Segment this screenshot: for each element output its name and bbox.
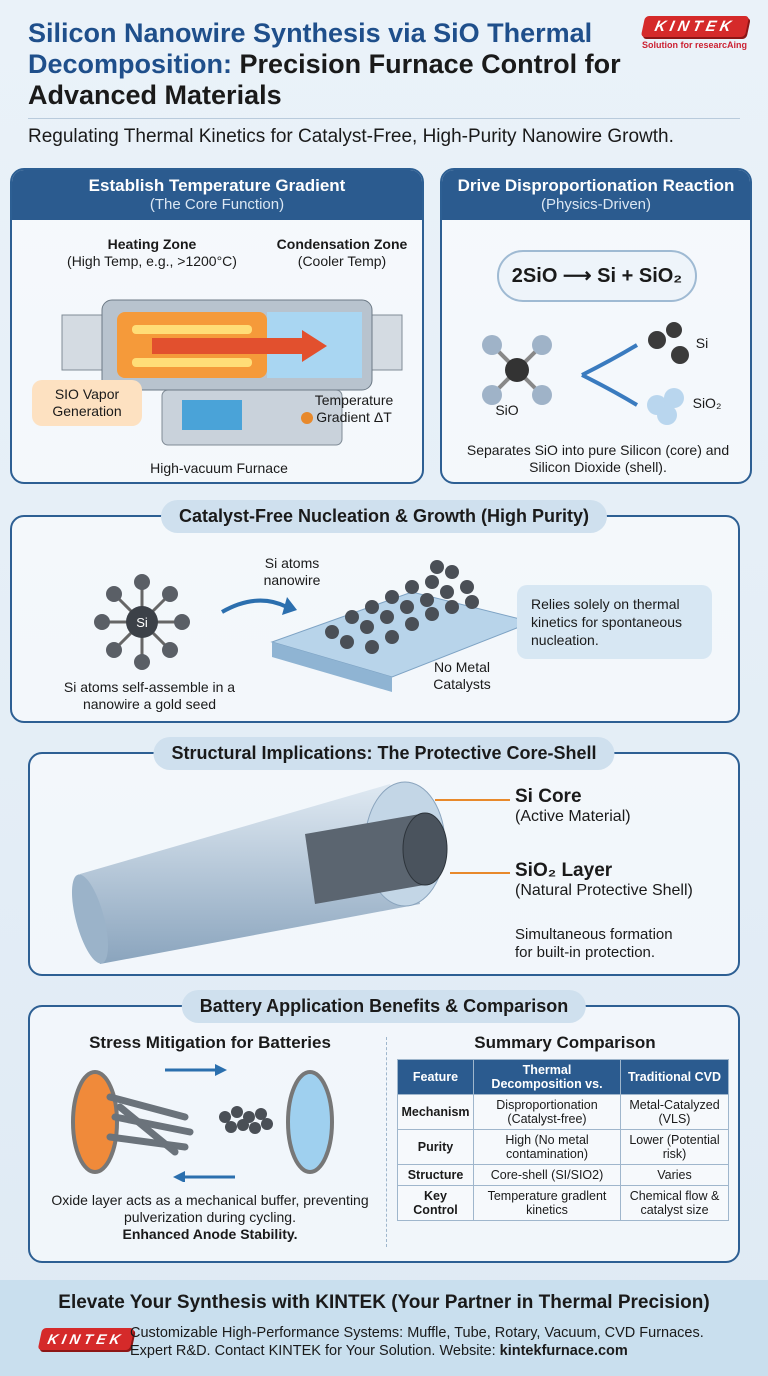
title-part2: Precision Furnace Control for Advanced M… bbox=[28, 49, 621, 110]
column-header: Traditional CVD bbox=[620, 1059, 729, 1095]
panel-subtitle: (The Core Function) bbox=[149, 196, 285, 213]
heating-zone-label: Heating Zone bbox=[107, 236, 197, 252]
si-atom-label: Si bbox=[136, 615, 148, 630]
sio2-layer-title: SiO₂ Layer bbox=[515, 860, 613, 881]
table-cell: Lower (Potential risk) bbox=[620, 1129, 729, 1165]
title-part1: Silicon Nanowire Synthesis via SiO Therm… bbox=[28, 18, 593, 79]
buffer-caption: Oxide layer acts as a mechanical buffer,… bbox=[51, 1192, 369, 1225]
self-assemble-caption: Si atoms self-assemble in a nanowire a g… bbox=[63, 679, 236, 712]
stress-mitigation-title: Stress Mitigation for Batteries bbox=[89, 1033, 331, 1052]
disproportionation-panel: Drive Disproportionation Reaction(Physic… bbox=[440, 168, 752, 484]
divider bbox=[28, 118, 740, 119]
table-cell: Purity bbox=[397, 1129, 474, 1165]
nanowire-growth-illustration: Si bbox=[94, 560, 534, 692]
section-title: Structural Implications: The Protective … bbox=[153, 737, 615, 770]
logo-tagline: Solution for researcAing bbox=[642, 40, 748, 50]
condensation-zone-detail: (Cooler Temp) bbox=[297, 253, 387, 269]
footer-line1: Customizable High-Performance Systems: M… bbox=[130, 1325, 704, 1341]
panel-header: Drive Disproportionation Reaction(Physic… bbox=[442, 170, 750, 220]
table-cell: High (No metal contamination) bbox=[473, 1129, 621, 1165]
subtitle: Regulating Thermal Kinetics for Catalyst… bbox=[28, 126, 674, 147]
shell-leader-line bbox=[450, 872, 510, 874]
footer-logo: KINTEK bbox=[37, 1328, 135, 1350]
website-link[interactable]: kintekfurnace.com bbox=[499, 1343, 628, 1359]
gradient-label: Temperature Gradient ΔT bbox=[314, 392, 394, 425]
table-cell: Core-shell (SI/SIO2) bbox=[473, 1164, 621, 1186]
sio2-label: SiO₂ bbox=[692, 395, 722, 411]
core-shell-illustration bbox=[71, 781, 448, 964]
nanowire-label: Si atoms nanowire bbox=[263, 555, 321, 588]
panel-title: Drive Disproportionation Reaction bbox=[457, 176, 735, 195]
thermal-kinetics-note: Relies solely on thermal kinetics for sp… bbox=[517, 585, 712, 659]
logo-text: KINTEK bbox=[640, 16, 749, 37]
condensation-zone-label: Condensation Zone bbox=[276, 236, 408, 252]
footer-line2: Expert R&D. Contact KINTEK for Your Solu… bbox=[130, 1343, 496, 1359]
section-title: Catalyst-Free Nucleation & Growth (High … bbox=[160, 500, 608, 533]
table-cell: Disproportionation (Catalyst-free) bbox=[473, 1094, 621, 1130]
summary-title: Summary Comparison bbox=[474, 1033, 656, 1052]
table-cell: Mechanism bbox=[397, 1094, 474, 1130]
nucleation-section: Si Si atoms self-assemble in a nanowire … bbox=[10, 515, 740, 723]
sio2-layer-detail: (Natural Protective Shell) bbox=[515, 882, 693, 899]
core-shell-section: Si Core(Active Material) SiO₂ Layer(Natu… bbox=[28, 752, 740, 976]
battery-illustration bbox=[71, 1064, 334, 1182]
footer: Elevate Your Synthesis with KINTEK (Your… bbox=[0, 1280, 768, 1376]
protection-note: Simultaneous formation for built-in prot… bbox=[515, 926, 673, 961]
section-title: Battery Application Benefits & Compariso… bbox=[181, 990, 587, 1023]
molecule-illustration bbox=[482, 322, 689, 425]
si-core-title: Si Core bbox=[515, 786, 582, 807]
sio-vapor-label: SIO Vapor Generation bbox=[52, 386, 122, 419]
page-title: Silicon Nanowire Synthesis via SiO Therm… bbox=[28, 18, 628, 111]
anode-stability-label: Enhanced Anode Stability. bbox=[122, 1226, 298, 1242]
sio-label: SiO bbox=[495, 402, 519, 418]
reaction-caption: Separates SiO into pure Silicon (core) a… bbox=[466, 442, 730, 475]
comparison-table: Feature Thermal Decomposition vs. Tradit… bbox=[397, 1059, 729, 1221]
no-metal-label: No Metal Catalysts bbox=[433, 659, 491, 692]
si-core-detail: (Active Material) bbox=[515, 808, 631, 825]
battery-section: Stress Mitigation for Batteries Oxide la… bbox=[28, 1005, 740, 1263]
table-cell: Metal-Catalyzed (VLS) bbox=[620, 1094, 729, 1130]
kintek-logo: KINTEK Solution for researcAing bbox=[640, 16, 749, 50]
footer-headline: Elevate Your Synthesis with KINTEK (Your… bbox=[58, 1292, 710, 1313]
panel-subtitle: (Physics-Driven) bbox=[540, 196, 651, 213]
si-label: Si bbox=[695, 335, 709, 351]
sio-vapor-callout: SIO Vapor Generation bbox=[32, 380, 142, 426]
panel-header: Establish Temperature Gradient(The Core … bbox=[12, 170, 422, 220]
divider bbox=[386, 1037, 387, 1247]
table-cell: Varies bbox=[620, 1164, 729, 1186]
furnace-caption: High-vacuum Furnace bbox=[150, 460, 288, 476]
table-cell: Temperature gradlent kinetics bbox=[473, 1185, 621, 1221]
panel-title: Establish Temperature Gradient bbox=[88, 176, 346, 195]
reaction-equation: 2SiO ⟶ Si + SiO₂ bbox=[497, 250, 697, 302]
column-header: Feature bbox=[397, 1059, 474, 1095]
furnace-illustration bbox=[61, 299, 403, 446]
heating-zone-detail: (High Temp, e.g., >1200°C) bbox=[67, 253, 237, 269]
table-cell: Structure bbox=[397, 1164, 474, 1186]
column-header: Thermal Decomposition vs. bbox=[473, 1059, 621, 1095]
table-cell: Key Control bbox=[397, 1185, 474, 1221]
core-leader-line bbox=[435, 799, 510, 801]
table-cell: Chemical flow & catalyst size bbox=[620, 1185, 729, 1221]
temperature-gradient-panel: Establish Temperature Gradient(The Core … bbox=[10, 168, 424, 484]
